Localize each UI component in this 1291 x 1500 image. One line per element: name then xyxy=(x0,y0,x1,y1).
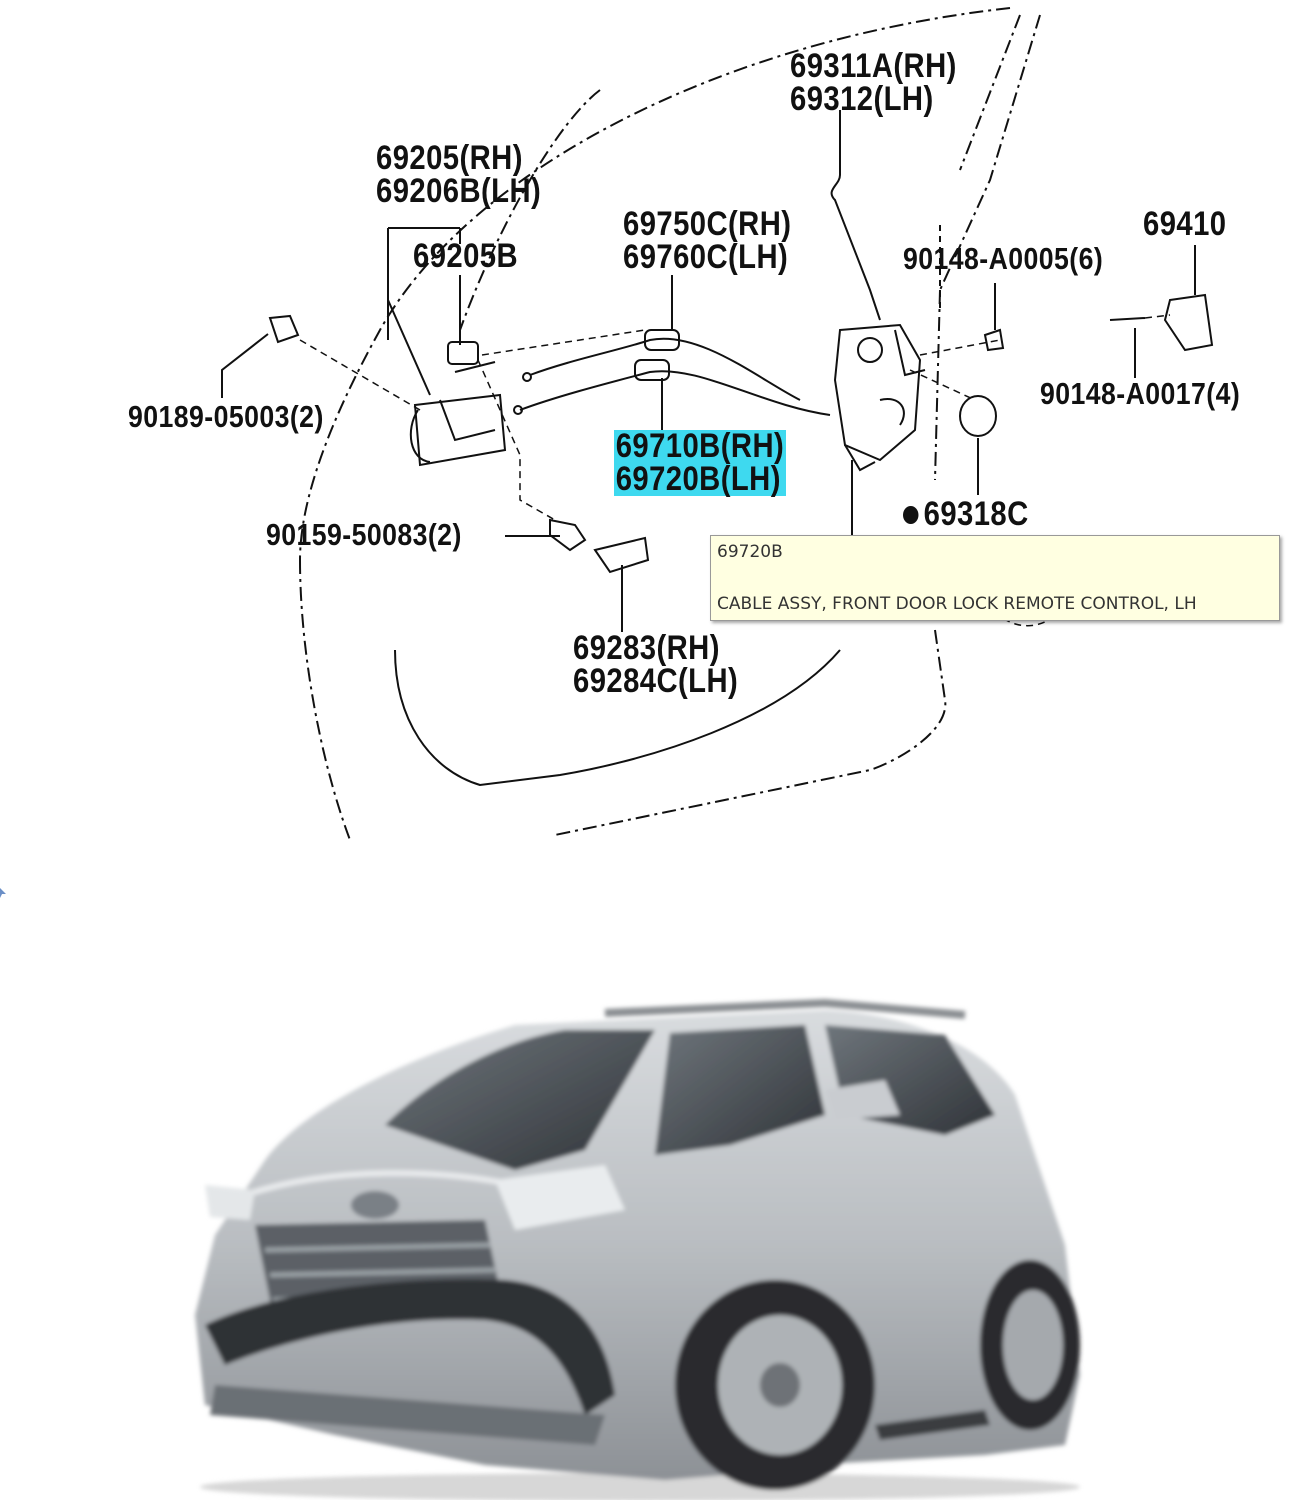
callout-69311A[interactable]: 69311A(RH) 69312(LH) xyxy=(790,47,957,118)
callout-69283[interactable]: 69283(RH) 69284C(LH) xyxy=(573,629,739,700)
callout-line: 69760C(LH) xyxy=(623,238,789,276)
callout-69318C[interactable]: 69318C xyxy=(903,495,1029,533)
callout-line: 90189-05003(2) xyxy=(128,399,324,434)
callout-line: 69205(RH) xyxy=(376,139,523,177)
callout-69205B[interactable]: 69205B xyxy=(413,237,519,275)
tooltip-part-description: CABLE ASSY, FRONT DOOR LOCK REMOTE CONTR… xyxy=(717,594,1197,614)
callout-line: 90148-A0005(6) xyxy=(903,241,1104,276)
callout-69410[interactable]: 69410 xyxy=(1143,205,1227,243)
callout-line: 69318C xyxy=(903,495,1029,533)
callout-69750C[interactable]: 69750C(RH) 69760C(LH) xyxy=(623,205,792,276)
callout-90159[interactable]: 90159-50083(2) xyxy=(266,518,462,551)
callout-69205[interactable]: 69205(RH) 69206B(LH) xyxy=(376,139,542,210)
tooltip-part-code: 69720B xyxy=(717,542,783,562)
parts-diagram: 69311A(RH) 69312(LH) 69205(RH) 69206B(LH… xyxy=(128,7,1280,841)
suv-vehicle-image xyxy=(195,998,1080,1500)
callout-line: 69720B(LH) xyxy=(614,462,786,496)
callout-line: 69312(LH) xyxy=(790,80,934,118)
callout-line: 69311A(RH) xyxy=(790,47,957,85)
callout-code: 69318C xyxy=(923,495,1029,533)
callout-69710B[interactable]: 69710B(RH) 69720B(LH) xyxy=(614,427,786,496)
callout-line: 69284C(LH) xyxy=(573,662,739,700)
callout-90148-A0005[interactable]: 90148-A0005(6) xyxy=(903,242,1103,275)
callout-90189[interactable]: 90189-05003(2) xyxy=(128,400,324,433)
bullet-dot-icon xyxy=(903,506,919,524)
callout-line: 69283(RH) xyxy=(573,629,720,667)
callout-line: 90159-50083(2) xyxy=(266,517,462,552)
part-tooltip: 69720B CABLE ASSY, FRONT DOOR LOCK REMOT… xyxy=(710,535,1280,621)
callout-line: 69750C(RH) xyxy=(623,205,792,243)
callout-line: 69205B xyxy=(413,237,519,275)
door-lock-exploded-view xyxy=(221,7,1214,841)
callout-line: 90148-A0017(4) xyxy=(1040,376,1241,411)
callout-line: 69710B(RH) xyxy=(614,427,786,465)
cursor-icon xyxy=(0,888,6,898)
callout-line: 69410 xyxy=(1143,205,1227,243)
callout-90148-A0017[interactable]: 90148-A0017(4) xyxy=(1040,377,1240,410)
callout-line: 69206B(LH) xyxy=(376,172,542,210)
